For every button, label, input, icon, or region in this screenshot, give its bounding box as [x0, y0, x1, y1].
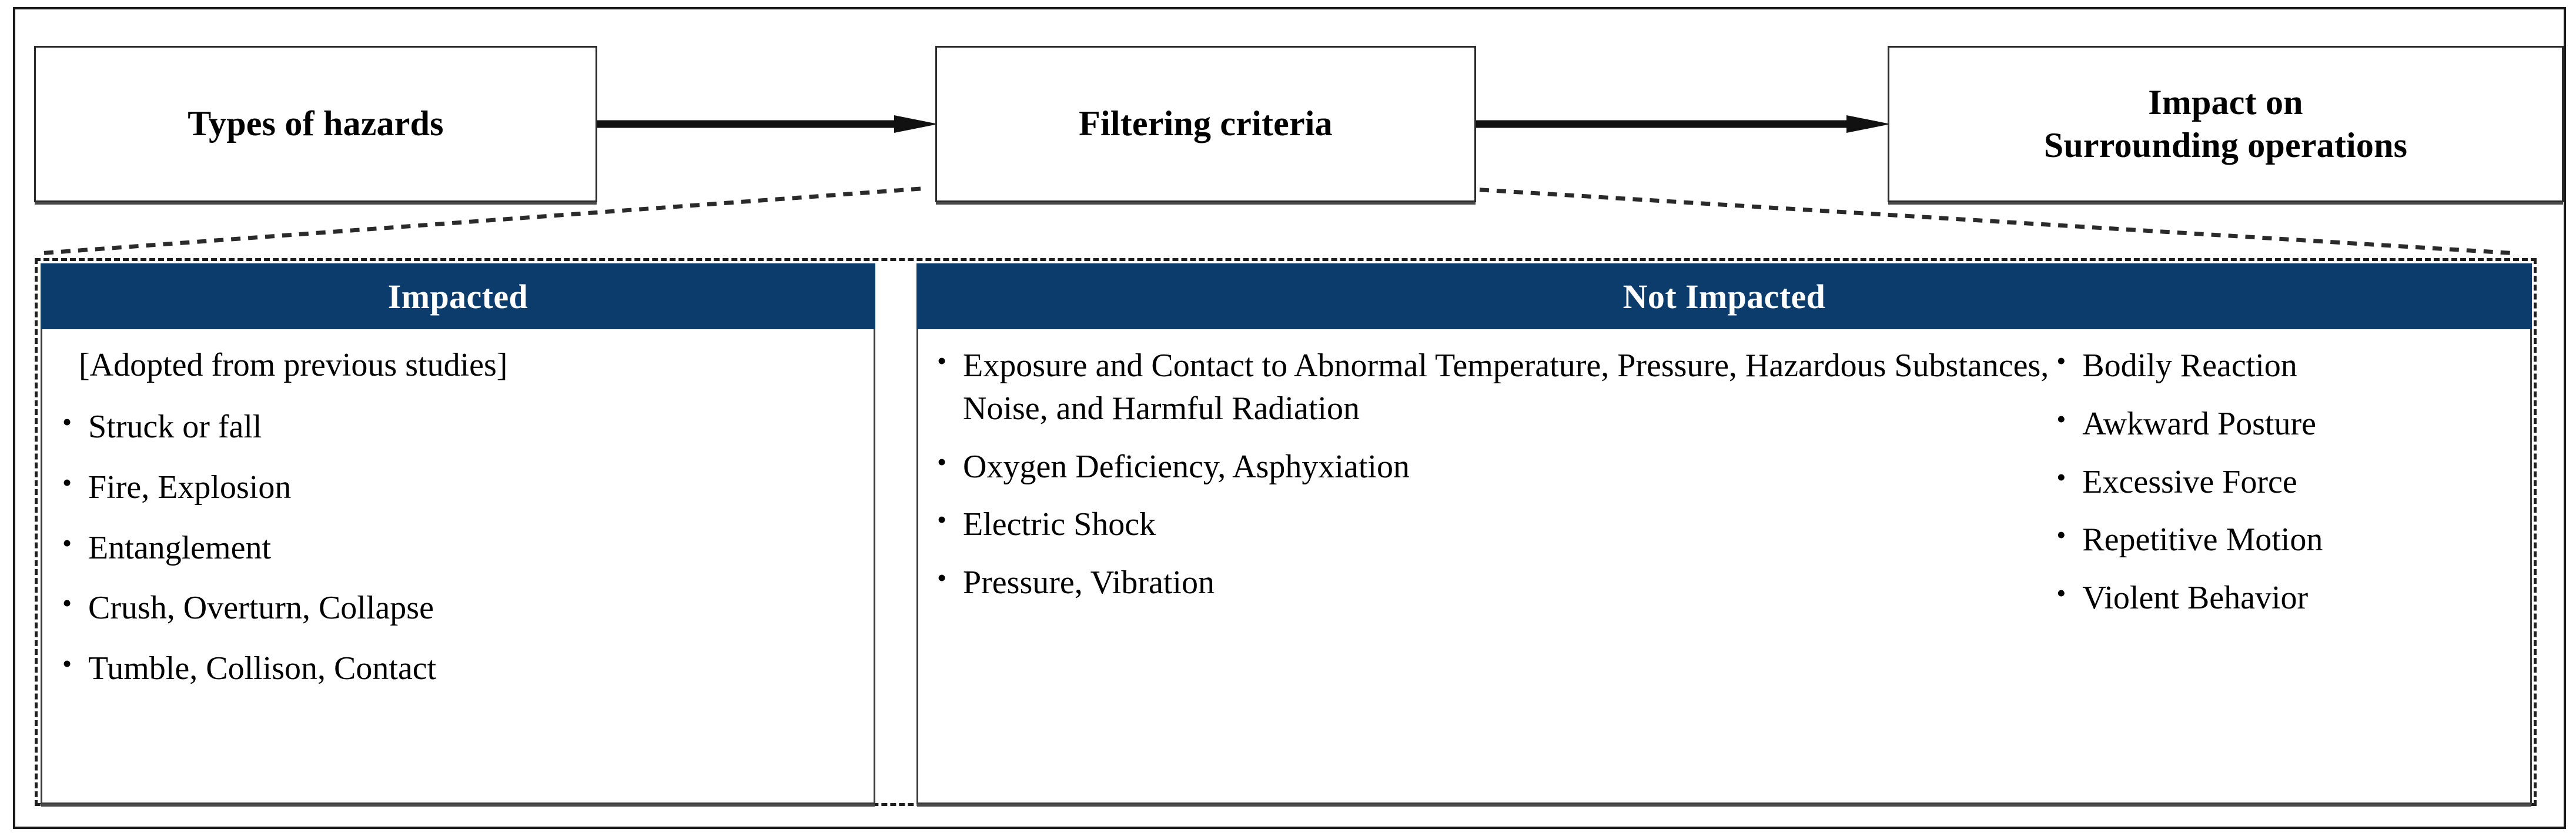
list-item: Pressure, Vibration	[930, 560, 2049, 604]
list-item: Violent Behavior	[2049, 576, 2520, 620]
list-item: Tumble, Collison, Contact	[55, 646, 862, 690]
list-item: Awkward Posture	[2049, 402, 2520, 446]
panel-impacted: Impacted [Adopted from previous studies]…	[41, 263, 875, 804]
not-impacted-hazard-list-left: Exposure and Contact to Abnormal Tempera…	[930, 343, 2049, 604]
not-impacted-hazard-list-right: Bodily Reaction Awkward Posture Excessiv…	[2049, 343, 2520, 620]
panel-header-not-impacted: Not Impacted	[916, 263, 2532, 329]
flow-box-label-line1: Impact on	[2148, 82, 2303, 122]
dashed-grouping-container	[35, 258, 2537, 806]
not-impacted-columns: Exposure and Contact to Abnormal Tempera…	[930, 343, 2520, 635]
not-impacted-column-right: Bodily Reaction Awkward Posture Excessiv…	[2049, 343, 2520, 635]
flow-box-label: Impact on Surrounding operations	[2033, 81, 2418, 167]
panel-body-impacted: [Adopted from previous studies] Struck o…	[41, 329, 875, 804]
list-item: Entanglement	[55, 526, 862, 570]
flow-box-label: Filtering criteria	[1079, 104, 1333, 143]
list-item: Struck or fall	[55, 404, 862, 449]
list-item: Electric Shock	[930, 502, 2049, 546]
list-item: Exposure and Contact to Abnormal Tempera…	[930, 343, 2049, 430]
list-item: Crush, Overturn, Collapse	[55, 586, 862, 630]
impacted-hazard-list: Struck or fall Fire, Explosion Entanglem…	[55, 404, 862, 690]
list-item: Repetitive Motion	[2049, 517, 2520, 561]
arrow-right-icon-2	[1476, 115, 1891, 133]
panel-body-not-impacted: Exposure and Contact to Abnormal Tempera…	[916, 329, 2532, 804]
panel-not-impacted: Not Impacted Exposure and Contact to Abn…	[916, 263, 2532, 804]
flow-box-label-line2: Surrounding operations	[2043, 126, 2408, 165]
list-item: Excessive Force	[2049, 460, 2520, 504]
figure-frame: Types of hazards Filtering criteria Impa…	[13, 7, 2566, 829]
list-item: Bodily Reaction	[2049, 343, 2520, 387]
flow-box-impact-on-surrounding-operations[interactable]: Impact on Surrounding operations	[1888, 46, 2564, 202]
adopted-note: [Adopted from previous studies]	[79, 347, 508, 383]
list-item: Oxygen Deficiency, Asphyxiation	[930, 444, 2049, 489]
not-impacted-column-left: Exposure and Contact to Abnormal Tempera…	[930, 343, 2049, 635]
flow-box-label: Types of hazards	[188, 104, 444, 143]
list-item: Fire, Explosion	[55, 465, 862, 509]
flow-box-filtering-criteria[interactable]: Filtering criteria	[935, 46, 1476, 202]
arrow-right-icon-1	[597, 115, 938, 133]
flow-box-types-of-hazards[interactable]: Types of hazards	[34, 46, 597, 202]
panel-header-impacted: Impacted	[41, 263, 875, 329]
